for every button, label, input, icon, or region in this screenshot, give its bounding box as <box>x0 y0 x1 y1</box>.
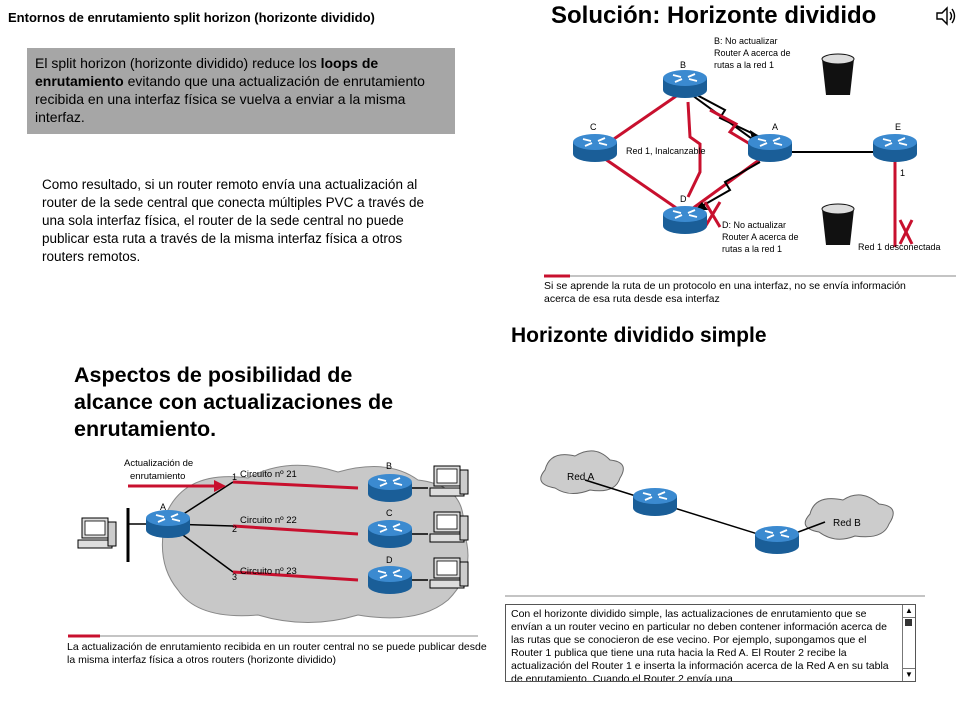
aspects-diagram: Actualización de enrutamiento A B C D 1 … <box>68 458 478 638</box>
scroll-up-icon[interactable]: ▲ <box>903 605 915 618</box>
solution-title: Solución: Horizonte dividido <box>551 2 877 29</box>
pc-c-icon <box>429 511 469 543</box>
intro-text-pre: El split horizon (horizonte dividido) re… <box>35 55 321 71</box>
note-b-3: rutas a la red 1 <box>714 60 774 70</box>
num-1: 1 <box>232 472 237 482</box>
label-c2: C <box>386 508 393 518</box>
aspects-caption: La actualización de enrutamiento recibid… <box>67 641 487 666</box>
circuit-21: Circuito nº 21 <box>240 469 297 480</box>
page-header: Entornos de enrutamiento split horizon (… <box>8 10 375 25</box>
intro-text-bold: loops de enrutamiento <box>35 55 379 89</box>
pc-b-icon <box>429 465 469 497</box>
simple-diagram: Red A Red B <box>505 450 925 597</box>
label-b: B <box>680 60 686 70</box>
num-2: 2 <box>232 524 237 534</box>
router-1-icon <box>632 487 678 517</box>
label-c: C <box>590 122 597 132</box>
pc-a-icon <box>77 517 117 549</box>
router-b-icon <box>662 69 708 99</box>
update-label-1: Actualización de <box>124 458 193 469</box>
label-b2: B <box>386 461 392 471</box>
label-one: 1 <box>900 168 905 178</box>
router-d2-icon <box>367 565 413 595</box>
label-red-b: Red B <box>833 518 861 529</box>
router-2-icon <box>754 525 800 555</box>
label-d: D <box>680 194 687 204</box>
label-a2: A <box>160 502 166 512</box>
circuit-23: Circuito nº 23 <box>240 566 297 577</box>
router-e-icon <box>872 133 918 163</box>
note-d-1: D: No actualizar <box>722 220 786 230</box>
trash-b-icon <box>821 53 855 96</box>
router-a-icon <box>747 133 793 163</box>
speaker-icon[interactable] <box>934 4 958 28</box>
trash-d-icon <box>821 203 855 246</box>
simple-text-box[interactable]: Con el horizonte dividido simple, las ac… <box>505 604 916 682</box>
simple-title: Horizonte dividido simple <box>511 324 767 347</box>
label-d2: D <box>386 555 393 565</box>
aspects-title: Aspectos de posibilidad de alcance con a… <box>74 363 394 441</box>
intro-text-post: evitando que una actualización de enruta… <box>35 73 425 125</box>
split-horizon-diagram: B C A E D Red 1, Inalcanzable 1 Red 1 de… <box>544 36 956 278</box>
num-3: 3 <box>232 572 237 582</box>
update-label-2: enrutamiento <box>130 471 185 482</box>
intro-paragraph-2: Como resultado, si un router remoto enví… <box>42 177 424 264</box>
label-e: E <box>895 122 901 132</box>
circuit-22: Circuito nº 22 <box>240 515 297 526</box>
label-net1: Red 1, Inalcanzable <box>626 146 706 156</box>
note-b-1: B: No actualizar <box>714 36 778 46</box>
note-b-2: Router A acerca de <box>714 48 791 58</box>
label-a: A <box>772 122 778 132</box>
router-a2-icon <box>145 509 191 539</box>
intro-box: El split horizon (horizonte dividido) re… <box>27 48 455 134</box>
router-c2-icon <box>367 519 413 549</box>
scroll-down-icon[interactable]: ▼ <box>903 668 915 681</box>
scrollbar[interactable]: ▲ ▼ <box>902 605 915 681</box>
simple-text: Con el horizonte dividido simple, las ac… <box>511 608 889 682</box>
solution-caption: Si se aprende la ruta de un protocolo en… <box>544 280 906 305</box>
pc-d-icon <box>429 557 469 589</box>
scroll-thumb[interactable] <box>905 619 912 626</box>
router-b2-icon <box>367 473 413 503</box>
note-d-3: rutas a la red 1 <box>722 244 782 254</box>
note-d-2: Router A acerca de <box>722 232 799 242</box>
label-down: Red 1 desconectada <box>858 242 941 252</box>
router-d-icon <box>662 205 708 235</box>
label-red-a: Red A <box>567 472 595 483</box>
router-c-icon <box>572 133 618 163</box>
